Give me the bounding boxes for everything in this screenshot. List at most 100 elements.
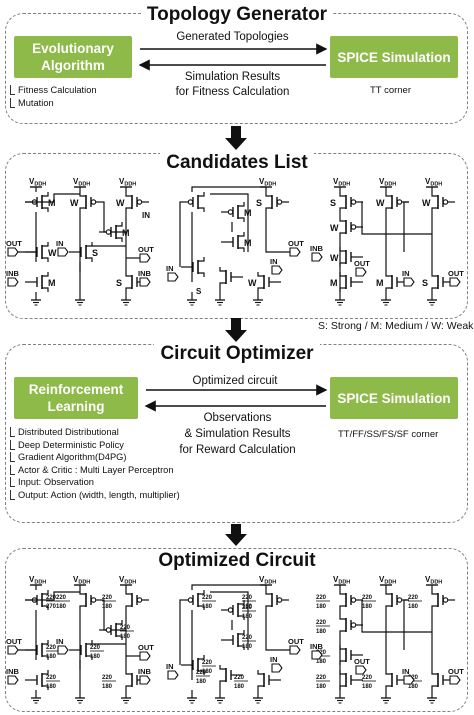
- wire: [431, 685, 438, 690]
- size-label-w: 220: [196, 670, 207, 676]
- vddh-subscript: DDH: [124, 580, 136, 586]
- wire: [238, 645, 245, 650]
- wire: [219, 665, 226, 670]
- strength-label: M: [122, 228, 130, 238]
- evolutionary-algorithm-box: Evolutionary Algorithm: [14, 36, 132, 78]
- strength-label: M: [376, 278, 384, 288]
- pmos-bubble: [105, 627, 112, 633]
- wire: [238, 217, 245, 222]
- wire: [238, 630, 245, 635]
- pmos-bubble: [276, 199, 283, 205]
- wire: [42, 670, 49, 675]
- pmos-bubble: [90, 199, 97, 205]
- wire: [125, 287, 132, 292]
- circuit-optimizer-title: Circuit Optimizer: [0, 343, 474, 365]
- observations-label-2: & Simulation Results: [184, 428, 291, 440]
- size-label-l: 180: [102, 684, 113, 690]
- bullet-output: Output: Action (width, length, multiplie…: [10, 489, 180, 502]
- wire: [116, 620, 123, 625]
- vddh-subscript: DDH: [384, 182, 396, 188]
- wire: [125, 207, 132, 212]
- size-label-l: 180: [316, 604, 327, 610]
- wire: [198, 655, 205, 660]
- wire: [339, 272, 346, 277]
- wire: [42, 685, 49, 690]
- wire: [238, 600, 245, 605]
- wire: [238, 232, 245, 237]
- wire: [116, 222, 123, 227]
- wire: [86, 257, 93, 262]
- observations-label-3: for Reward Calculation: [179, 444, 296, 456]
- vddh-label: VDDH: [29, 177, 46, 188]
- size-label-l: 180: [202, 669, 213, 675]
- strength-label: W: [330, 253, 339, 263]
- wire: [79, 207, 86, 212]
- wire: [339, 287, 346, 292]
- port-label: OUT: [354, 259, 370, 268]
- size-label-l: 180: [90, 654, 101, 660]
- wire: [191, 186, 266, 192]
- candidates-list-panel: [5, 153, 468, 319]
- vddh-subscript: DDH: [338, 580, 350, 586]
- wire: [125, 685, 132, 690]
- wire: [219, 680, 226, 685]
- port-symbol: [57, 645, 69, 655]
- vddh-subscript: DDH: [264, 182, 276, 188]
- sim-results-label-2: for Fitness Calculation: [175, 86, 290, 98]
- wire: [198, 605, 205, 610]
- ea-bullet-list: Fitness Calculation Mutation: [10, 84, 97, 109]
- vddh-subscript: DDH: [34, 580, 46, 586]
- strength-label: W: [116, 198, 125, 208]
- wire: [42, 605, 49, 610]
- wire: [238, 202, 245, 207]
- wire: [198, 257, 205, 262]
- size-label-w: 220: [408, 675, 419, 681]
- wire: [339, 207, 346, 212]
- wire: [385, 590, 392, 595]
- wire: [339, 605, 346, 610]
- size-label-l: 180: [362, 604, 373, 610]
- size-label-l: 180: [242, 614, 253, 620]
- in-label: IN: [142, 211, 150, 220]
- bullet-actor-critic: Actor & Critic : Multi Layer Perceptron: [10, 464, 180, 477]
- port-symbol: [289, 247, 301, 257]
- vddh-label: VDDH: [333, 575, 350, 586]
- port-label: OUT: [288, 239, 304, 248]
- rl-bullet-list: Distributed Distributional Deep Determin…: [10, 426, 180, 502]
- wire: [179, 201, 181, 267]
- port-symbol: [167, 272, 179, 282]
- wire: [431, 287, 438, 292]
- wire: [42, 257, 49, 262]
- tt-corner-label: TT corner: [370, 85, 412, 96]
- wire: [257, 670, 264, 675]
- wire: [339, 630, 346, 635]
- vddh-subscript: DDH: [338, 182, 350, 188]
- optimized-circuit-title: Optimized Circuit: [0, 550, 474, 572]
- bullet-input: Input: Observation: [10, 476, 180, 489]
- wire: [385, 685, 392, 690]
- size-label-w: 220: [316, 650, 327, 656]
- pmos-bubble: [187, 199, 194, 205]
- vddh-subscript: DDH: [264, 580, 276, 586]
- size-label-l: 270: [46, 604, 57, 610]
- wire: [198, 670, 205, 675]
- wire: [403, 201, 409, 252]
- strength-label: S: [116, 278, 122, 288]
- wire: [42, 590, 49, 595]
- port-symbol: [311, 252, 323, 262]
- wire: [103, 201, 126, 233]
- size-label-w: 220: [242, 595, 253, 601]
- pmos-bubble: [350, 622, 357, 628]
- size-label-w: 220: [234, 675, 245, 681]
- size-label-w: 220: [362, 675, 373, 681]
- wire: [198, 590, 205, 595]
- port-label: IN: [166, 264, 174, 273]
- port-label: INB: [310, 642, 324, 651]
- size-label-w: 220: [102, 595, 113, 601]
- wire: [339, 262, 346, 267]
- pmos-bubble: [136, 597, 143, 603]
- vddh-subscript: DDH: [430, 182, 442, 188]
- strength-label: M: [330, 278, 338, 288]
- vddh-label: VDDH: [379, 575, 396, 586]
